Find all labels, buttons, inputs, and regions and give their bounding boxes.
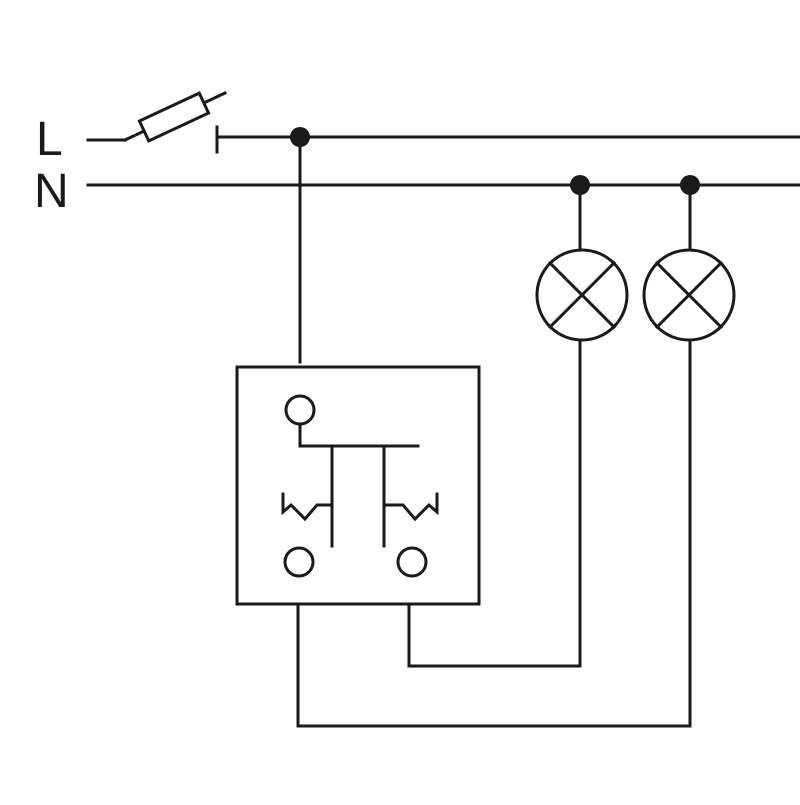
lamp-2-icon bbox=[642, 248, 736, 342]
switch-to-lamp-2-wire bbox=[296, 602, 692, 728]
double-switch-icon bbox=[281, 394, 439, 578]
fuse-icon bbox=[137, 91, 211, 143]
junction-lamp-2-dot bbox=[680, 175, 700, 195]
junction-live-dot bbox=[290, 127, 310, 147]
switch-actuator-right-icon bbox=[382, 492, 439, 522]
switch-input-terminal bbox=[284, 394, 316, 426]
switch-output-terminal-2 bbox=[396, 546, 428, 578]
switch-output-terminal-1 bbox=[283, 546, 315, 578]
switch-actuator-left-icon bbox=[281, 492, 334, 522]
live-conductor bbox=[86, 91, 800, 154]
neutral-label: N bbox=[34, 165, 69, 218]
switch-to-lamp-1-wire bbox=[407, 602, 582, 668]
switch-box bbox=[235, 365, 481, 606]
lamp-1-icon bbox=[535, 248, 629, 342]
live-label: L bbox=[36, 113, 63, 166]
junction-lamp-1-dot bbox=[570, 175, 590, 195]
